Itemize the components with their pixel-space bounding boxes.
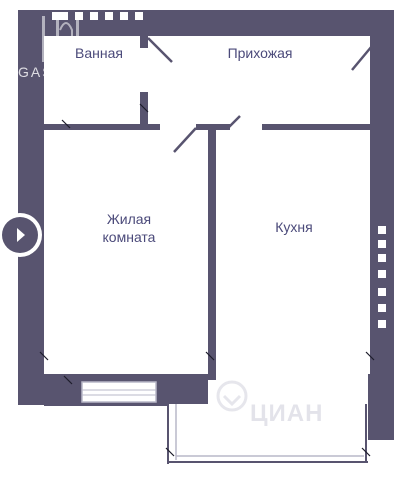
living-room-area (46, 130, 208, 374)
room-label-bathroom: Ванная (75, 45, 123, 61)
left-wall (18, 10, 44, 405)
room-label-hallway: Прихожая (227, 45, 293, 61)
balcony (167, 404, 368, 464)
hallway-area (150, 36, 370, 124)
kitchen-area (216, 130, 370, 374)
room-label-kitchen: Кухня (275, 219, 313, 235)
bathroom-area (44, 36, 140, 124)
kitchen-window (378, 226, 386, 328)
next-image-button[interactable] (0, 215, 40, 255)
logo-watermark-text: GAS (18, 64, 54, 80)
living-room-window (81, 381, 157, 403)
logo-watermark (42, 16, 79, 62)
cian-watermark (216, 380, 248, 412)
chevron-right-icon (2, 217, 38, 253)
room-label-living-room: Жилая комната (102, 211, 156, 245)
cian-watermark-text: ЦИАН (250, 400, 324, 427)
